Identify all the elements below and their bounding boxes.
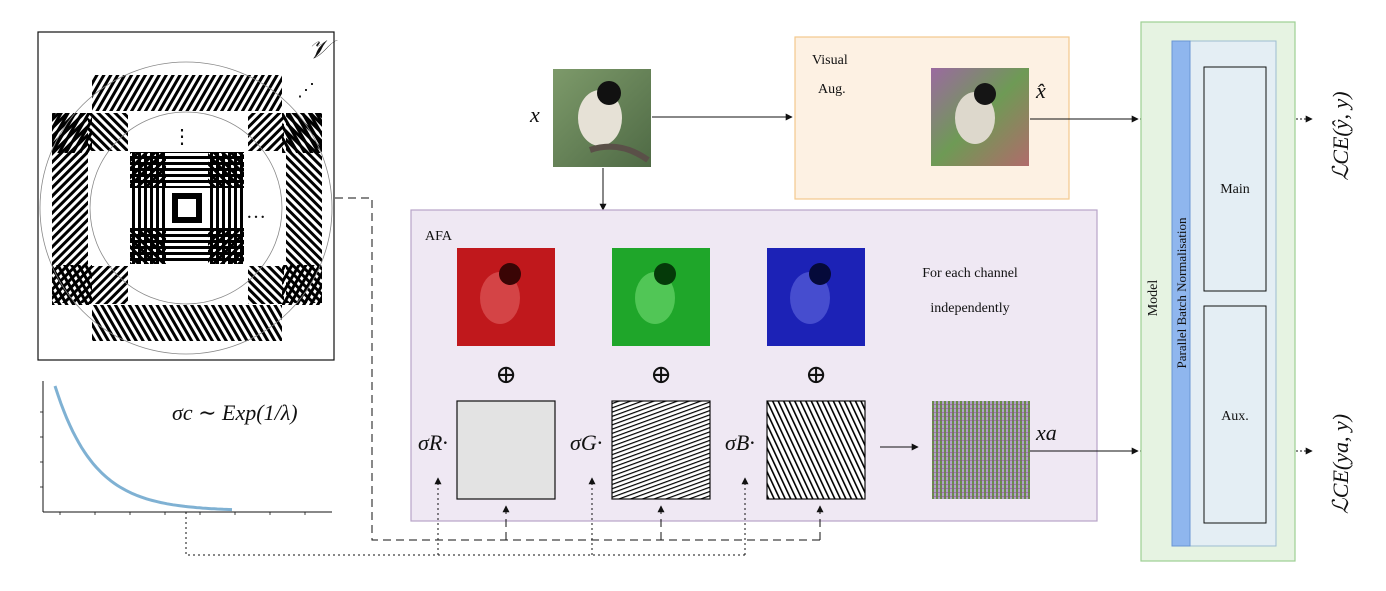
loss-aux: ℒCE(ya, y) [1328,414,1353,514]
plus-green: ⊕ [650,360,672,389]
basis-inner-ring [130,152,244,264]
basis-dots-horizontal: … [246,201,266,223]
model-box: Model Parallel Batch Normalisation Main … [1140,21,1296,562]
red-noise-plane [456,400,556,500]
batch-norm-bar [1171,40,1191,547]
afa-title: AFA [425,229,453,244]
afa-note-1: For each channel [922,266,1018,281]
visual-aug-box: Visual Aug. x̂ [794,36,1070,200]
main-branch-label: Main [1220,182,1250,197]
basis-dots-vertical: ⋮ [172,126,192,148]
afa-note-2: independently [930,301,1009,316]
aux-branch [1203,305,1267,524]
main-branch [1203,66,1267,292]
bird-head-shape [597,81,621,105]
basis-outer-ring [52,75,322,341]
aux-branch-label: Aux. [1221,409,1249,424]
afa-output-image [932,401,1030,499]
model-title: Model [1146,280,1161,317]
plus-red: ⊕ [495,360,517,389]
afa-output-label: xa [1035,420,1057,445]
sigma-r-label: σR· [418,430,448,455]
distribution-label: σc ∼ Exp(1/λ) [172,400,298,425]
visual-aug-output-label: x̂ [1035,78,1046,103]
input-image: x [529,69,651,167]
sampling-connectors [185,197,824,556]
sigma-b-label: σB· [725,430,755,455]
visual-aug-title-2: Aug. [818,82,846,97]
input-label: x [529,102,540,127]
batch-norm-label: Parallel Batch Normalisation [1174,217,1189,368]
basis-panel: 𝒱 ⋮ … ⋰ [37,31,338,361]
visual-aug-title-1: Visual [812,53,848,68]
afa-box: AFA For each channel independently ⊕ ⊕ ⊕… [410,209,1098,522]
plus-blue: ⊕ [805,360,827,389]
loss-main: ℒCE(ŷ, y) [1328,91,1353,180]
sigma-g-label: σG· [570,430,602,455]
basis-dots-diagonal: ⋰ [297,80,315,100]
exp-curve [53,385,233,512]
distribution-plot: σc ∼ Exp(1/λ) [40,381,332,515]
